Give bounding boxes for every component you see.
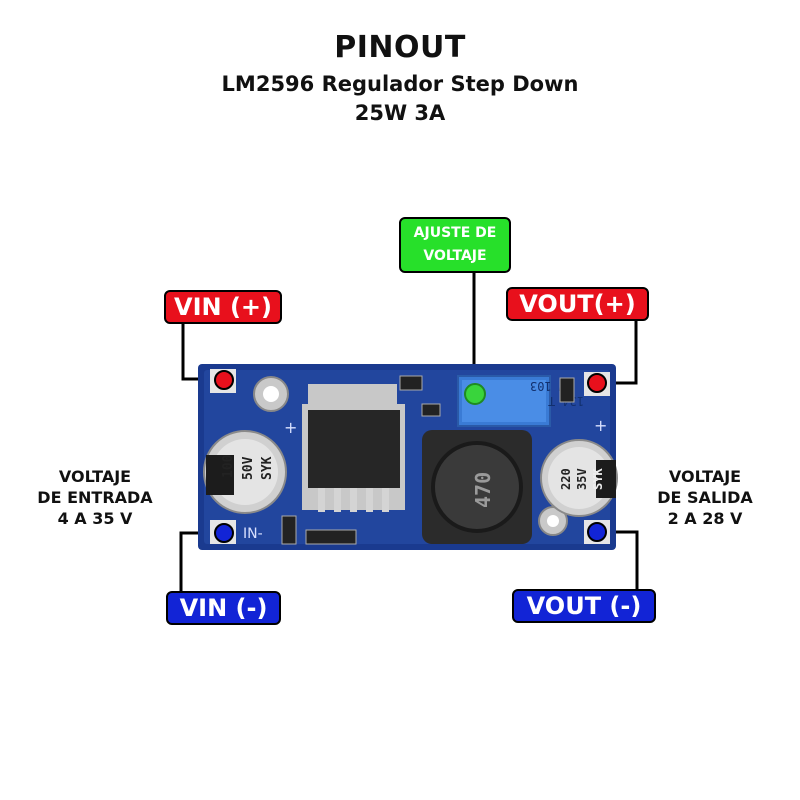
cap-out-text-3: SYK xyxy=(591,468,605,490)
mounting-hole-left-inner xyxy=(263,386,279,402)
label-vout-negative: VOUT (-) xyxy=(512,589,656,623)
cap-in-text-1: 100 xyxy=(221,454,236,478)
output-capacitor-stripe xyxy=(596,460,616,498)
pot-text-1: W 103 xyxy=(530,379,566,393)
terminal-vin-neg xyxy=(214,523,234,543)
ic-pins xyxy=(318,488,389,512)
input-info-line-3: 4 A 35 V xyxy=(57,509,133,528)
mounting-hole-right-inner xyxy=(547,515,559,527)
page-subtitle: LM2596 Regulador Step Down xyxy=(221,72,579,96)
cap-out-text-1: 220 xyxy=(559,468,573,490)
label-vin-negative: VIN (-) xyxy=(166,591,281,625)
output-info-line-1: VOLTAJE xyxy=(668,467,742,486)
smd-components xyxy=(281,375,575,545)
adjust-line-2: VOLTAJE xyxy=(423,248,487,264)
terminals xyxy=(210,369,610,544)
plus-mark-in: + xyxy=(284,418,297,437)
cap-in-text-3: SYK xyxy=(260,456,275,480)
label-vout-positive: VOUT(+) xyxy=(506,287,649,321)
page-title: PINOUT xyxy=(334,30,466,65)
output-info-line-2: DE SALIDA xyxy=(657,488,753,507)
output-capacitor-top xyxy=(548,447,610,509)
input-voltage-info: VOLTAJE DE ENTRADA 4 A 35 V xyxy=(30,466,160,529)
inductor-text: 470 xyxy=(471,472,495,508)
input-info-line-1: VOLTAJE xyxy=(58,467,132,486)
adjust-line-1: AJUSTE DE xyxy=(413,225,497,241)
terminal-vin-pos xyxy=(214,370,234,390)
adjust-screw-marker xyxy=(464,383,486,405)
input-capacitor-stripe xyxy=(206,455,234,495)
terminal-vout-neg xyxy=(587,522,607,542)
label-voltage-adjust: AJUSTE DE VOLTAJE xyxy=(399,217,511,273)
cap-out-text-2: 35V xyxy=(575,468,589,490)
terminal-vout-pos xyxy=(587,373,607,393)
lm2596-ic xyxy=(308,410,400,488)
in-minus-text: IN- xyxy=(243,526,263,542)
label-vin-positive: VIN (+) xyxy=(164,290,282,324)
input-info-line-2: DE ENTRADA xyxy=(37,488,153,507)
inductor-core xyxy=(431,441,523,533)
plus-mark-out: + xyxy=(594,416,607,435)
power-rating: 25W 3A xyxy=(354,101,446,125)
output-info-line-3: 2 A 28 V xyxy=(667,509,743,528)
output-voltage-info: VOLTAJE DE SALIDA 2 A 28 V xyxy=(640,466,770,529)
cap-in-text-2: 50V xyxy=(241,456,256,480)
